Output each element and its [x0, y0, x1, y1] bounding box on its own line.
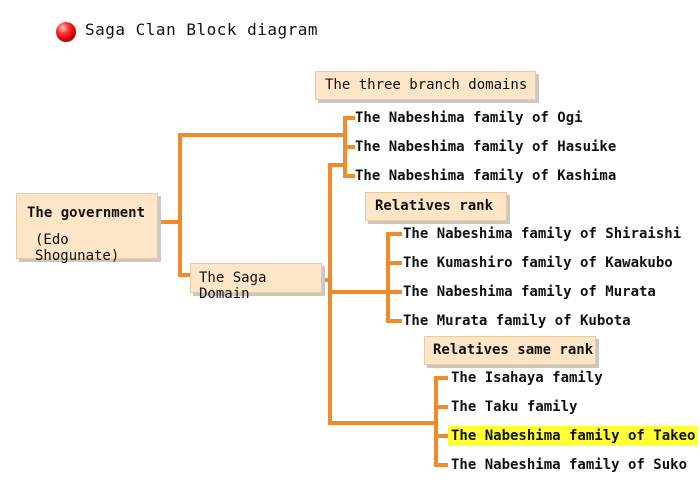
- branch-domains-box: The three branch domains: [315, 71, 536, 100]
- same-rank-item-taku: The Taku family: [451, 399, 578, 415]
- branch-item-kashima: The Nabeshima family of Kashima: [355, 168, 617, 184]
- relatives-same-rank-label: Relatives same rank: [433, 342, 594, 358]
- relatives-rank-label: Relatives rank: [375, 198, 494, 214]
- relatives-rank-box: Relatives rank: [365, 192, 507, 221]
- red-bullet-icon: [56, 22, 76, 42]
- relatives-item-kubota: The Murata family of Kubota: [403, 313, 631, 329]
- relatives-same-rank-box: Relatives same rank: [424, 336, 596, 365]
- same-rank-item-takeo: The Nabeshima family of Takeo: [448, 426, 699, 446]
- branch-domains-label: The three branch domains: [325, 77, 528, 93]
- same-rank-item-suko: The Nabeshima family of Suko: [451, 457, 688, 473]
- diagram-title: Saga Clan Block diagram: [85, 20, 319, 39]
- government-box: The government (Edo Shogunate): [16, 193, 158, 264]
- relatives-item-shiraishi: The Nabeshima family of Shiraishi: [403, 226, 682, 242]
- same-rank-item-isahaya: The Isahaya family: [451, 370, 603, 386]
- government-label: The government: [27, 205, 146, 221]
- branch-item-ogi: The Nabeshima family of Ogi: [355, 110, 583, 126]
- shogunate-label: (Edo Shogunate): [35, 232, 120, 264]
- relatives-item-murata: The Nabeshima family of Murata: [403, 284, 656, 300]
- relatives-item-kawakubo: The Kumashiro family of Kawakubo: [403, 255, 673, 271]
- saga-domain-box: The Saga Domain: [190, 263, 322, 302]
- branch-item-hasuike: The Nabeshima family of Hasuike: [355, 139, 617, 155]
- saga-domain-label: The Saga Domain: [199, 270, 267, 302]
